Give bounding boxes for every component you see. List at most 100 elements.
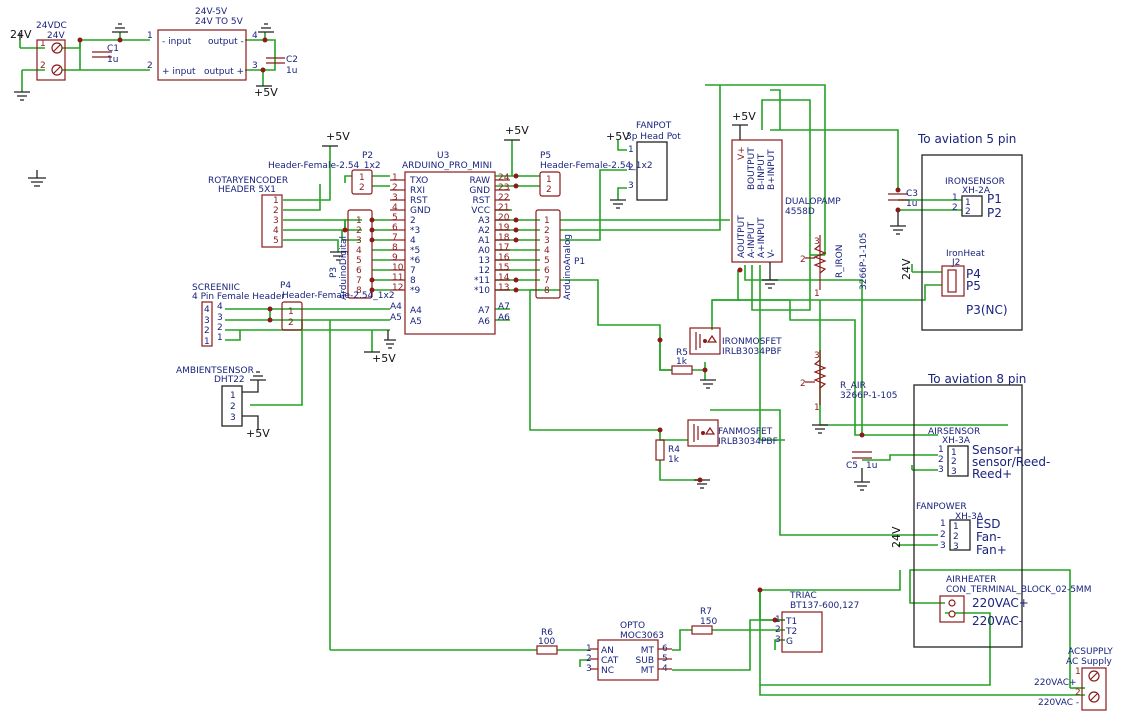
ironsensor-name: IRONSENSOR	[945, 177, 1005, 187]
svg-text:2: 2	[953, 532, 959, 542]
dual-opamp: V+ BOUTPUT B-INPUT B+INPUT AOUTPUT A-INP…	[731, 110, 841, 289]
opto-pin-number: 2	[586, 654, 592, 664]
converter-pin: output -	[208, 37, 244, 47]
svg-text:2: 2	[800, 379, 806, 389]
triac-pin-label: T2	[785, 627, 797, 637]
opto-value: MOC3063	[620, 631, 664, 641]
opto-pin-label: AN	[601, 646, 614, 656]
u3-pin-label: A3	[478, 216, 490, 226]
u3-pin-number: 2	[392, 183, 398, 193]
svg-text:2: 2	[288, 318, 294, 328]
u3-pin-number: 17	[498, 243, 509, 253]
u3-pin-number: 23	[498, 183, 509, 193]
iron-p5: P5	[966, 279, 981, 293]
ground-icon	[242, 371, 266, 393]
fanpot-value: 3p Head Pot	[626, 132, 681, 142]
header-pin-number: 6	[356, 266, 362, 276]
u3-pin-label: 4	[410, 236, 416, 246]
c1-capacitor	[92, 51, 112, 58]
ground-icon	[258, 23, 274, 33]
fanpower-name: FANPOWER	[916, 502, 967, 512]
svg-text:1: 1	[814, 289, 820, 299]
u3-value: ARDUINO_PRO_MINI	[402, 161, 492, 171]
svg-text:1: 1	[546, 175, 552, 185]
u3-pin-label: TXO	[409, 176, 428, 186]
svg-text:1: 1	[953, 522, 959, 532]
u3-pin-label: A5	[410, 317, 422, 327]
u3-pin-number: 14	[498, 273, 510, 283]
screen-name: SCREENIIC	[192, 283, 240, 293]
rotary-header	[261, 194, 283, 248]
opamp-pin: B-INPUT	[757, 153, 767, 190]
fan-mosfet-name: FANMOSFET	[718, 427, 773, 437]
header-pin-number: 8	[544, 286, 550, 296]
reed-plus: Reed+	[972, 467, 1012, 481]
c5-value: 1u	[866, 461, 877, 471]
u3-pin-number: 4	[392, 203, 398, 213]
u3-pin-number: 1	[392, 173, 398, 183]
u3-pin-label: 7	[410, 266, 416, 276]
fan-plus: Fan+	[976, 543, 1007, 557]
u3-pin-label: GND	[469, 186, 490, 196]
svg-text:2: 2	[965, 207, 971, 217]
u3-pin-label: 2	[410, 216, 416, 226]
u3-pin-label: A4	[410, 306, 422, 316]
sensor-reed-minus: sensor/Reed-	[972, 455, 1050, 469]
svg-text:4: 4	[273, 226, 279, 236]
ac-220vac-minus: 220VAC -	[1038, 698, 1079, 708]
p3-name: P3	[329, 267, 339, 278]
iron-p4: P4	[966, 267, 981, 281]
opto-pin-label: MT	[641, 666, 655, 676]
u3-pin-number: 16	[498, 253, 510, 263]
svg-text:1: 1	[217, 333, 223, 343]
sensor-plus: Sensor+	[972, 443, 1023, 457]
header-pin-number: 7	[356, 276, 362, 286]
svg-text:1: 1	[288, 307, 294, 317]
p3-value: ArduinoDigital	[339, 236, 349, 300]
u3-pin-number: 8	[392, 243, 398, 253]
svg-text:1: 1	[1075, 667, 1081, 677]
iron-p3nc: P3(NC)	[966, 303, 1008, 317]
u3-pin-label: *3	[410, 226, 420, 236]
header-pin-number: 1	[356, 216, 362, 226]
iron-p2: P2	[987, 206, 1002, 220]
u3-pin-number: A5	[390, 313, 402, 323]
airsensor-name: AIRSENSOR	[928, 427, 980, 437]
r6-value: 100	[538, 637, 555, 647]
c1-value: 1u	[107, 55, 118, 65]
esd-label: ESD	[976, 517, 1000, 531]
r7-value: 150	[700, 617, 717, 627]
u3-body	[404, 171, 496, 335]
u3-pin-label: A7	[478, 306, 490, 316]
screen-iic: SCREENIIC 4 Pin Female Header 4 3 2 1 4 …	[192, 283, 285, 347]
aviation-8pin-box: To aviation 8 pin AIRSENSOR XH-3A 1 2 3 …	[890, 372, 1091, 648]
rotary-name: ROTARYENCODER	[208, 176, 288, 186]
r-iron-name: R_IRON	[835, 245, 845, 278]
opamp-pin: AOUTPUT	[737, 215, 747, 258]
c3-name: C3	[906, 189, 918, 199]
fan-mosfet-value: IRLB3034PBF	[718, 437, 778, 447]
triac-pin-number: 1	[775, 615, 781, 625]
svg-text:3: 3	[814, 237, 820, 247]
svg-text:2: 2	[359, 183, 365, 193]
fanpot: FANPOT 3p Head Pot 1 2 3 +5V	[606, 121, 681, 209]
opamp-pin: V+	[737, 146, 747, 160]
p5-value: Header-Female-2.54_1x2	[540, 161, 653, 171]
opamp-pin: B+INPUT	[767, 149, 777, 190]
p2-name: P2	[362, 151, 373, 161]
u3-pin-number: 15	[498, 263, 509, 273]
opamp-body	[731, 139, 783, 263]
header-pin-number: 7	[544, 276, 550, 286]
u3-pin-number: 13	[498, 283, 509, 293]
svg-text:2: 2	[217, 323, 223, 333]
fanpot-name: FANPOT	[636, 121, 672, 131]
p2-value: Header-Female-2.54_1x2	[268, 161, 381, 171]
u3-pin-number: A7	[498, 302, 510, 312]
opto-pin-label: SUB	[636, 656, 654, 666]
converter-name: 24V-5V	[195, 7, 228, 17]
r5-name: R5	[676, 348, 688, 358]
screen-value: 4 Pin Female Header	[192, 292, 285, 302]
svg-text:1: 1	[938, 445, 944, 455]
svg-text:5: 5	[273, 236, 279, 246]
